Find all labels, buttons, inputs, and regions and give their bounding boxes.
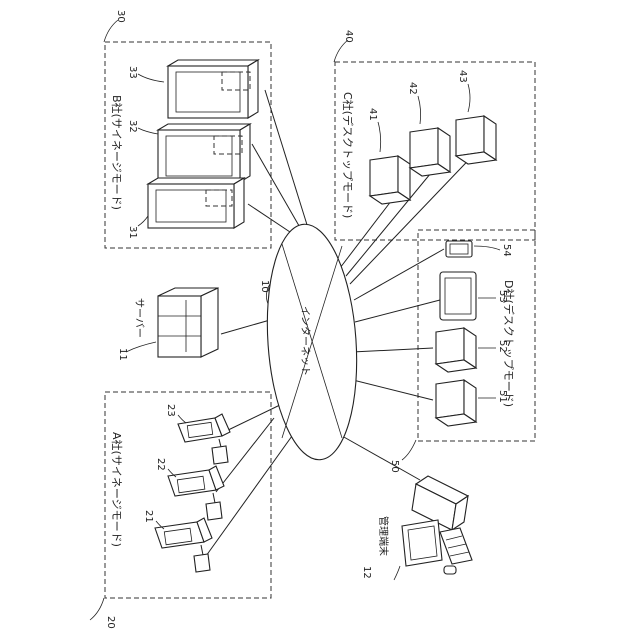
laptop-43	[456, 116, 496, 164]
ref-52: 52	[497, 340, 508, 353]
ref-53: 53	[497, 290, 508, 303]
internet-label: インターネット	[299, 306, 311, 376]
ref-32: 32	[127, 120, 138, 133]
ref-10: 10	[259, 280, 270, 293]
kiosk-23	[178, 414, 230, 464]
admin-terminal-label: 管理端末	[377, 516, 390, 556]
ref-42: 42	[407, 82, 418, 95]
tablet-53	[440, 272, 476, 320]
ref-43: 43	[457, 70, 468, 83]
ref-40: 40	[343, 30, 354, 43]
signage-display-31	[148, 178, 244, 228]
ref-22: 22	[155, 458, 166, 471]
ref-51: 51	[497, 390, 508, 403]
laptop-51	[436, 380, 476, 426]
company-a-label: A社(サイネージモード)	[110, 432, 124, 547]
ref-20: 20	[105, 616, 116, 629]
kiosk-22	[168, 466, 224, 520]
company-b-label: B社(サイネージモード)	[110, 95, 124, 210]
laptop-41	[370, 156, 410, 204]
laptop-42	[410, 128, 450, 176]
laptop-52	[436, 328, 476, 372]
admin-terminal-icon	[402, 476, 472, 574]
ref-33: 33	[127, 66, 138, 79]
company-c-label: C社(デスクトップモード)	[341, 92, 355, 218]
signage-display-32	[158, 124, 250, 182]
ref-31: 31	[127, 226, 138, 239]
signage-display-33	[168, 60, 258, 118]
ref-12: 12	[361, 566, 372, 579]
ref-54: 54	[501, 244, 512, 257]
server-label: サーバー	[133, 298, 145, 338]
ref-30: 30	[115, 10, 126, 23]
ref-41: 41	[367, 108, 378, 121]
ref-11: 11	[117, 348, 128, 361]
ref-21: 21	[143, 510, 154, 523]
kiosk-21	[155, 518, 212, 572]
ref-23: 23	[165, 404, 176, 417]
server-icon	[158, 288, 218, 357]
ref-50: 50	[389, 460, 400, 473]
smartphone-54	[446, 241, 472, 257]
